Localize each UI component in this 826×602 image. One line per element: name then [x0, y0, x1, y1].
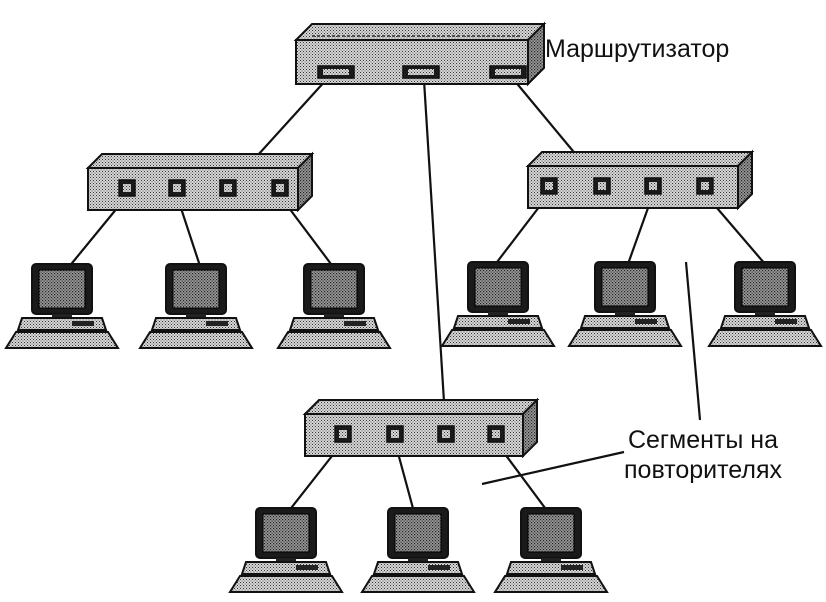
- hub-bottom-port-4: [487, 425, 505, 443]
- link-router-hub-bottom: [422, 79, 448, 435]
- hub-left-port-1: [118, 179, 136, 197]
- network-devices: [4, 21, 823, 593]
- hub-bottom-computer-1: [228, 507, 344, 593]
- pointer-line-lower: [481, 450, 625, 486]
- keyboard: [4, 331, 120, 349]
- keyboard: [567, 329, 683, 347]
- hub-left-port-2: [168, 179, 186, 197]
- hub-bottom-computer-3: [493, 507, 609, 593]
- hub-right-computer-3: [707, 261, 823, 347]
- hub-left-port-4: [271, 179, 289, 197]
- keyboard: [707, 329, 823, 347]
- hub-bottom-computer-2: [360, 507, 476, 593]
- router-label: Маршрутизатор: [545, 35, 730, 63]
- hub-bottom-port-1: [334, 425, 352, 443]
- hub-bottom-port-3: [437, 425, 455, 443]
- monitor-screen: [310, 269, 358, 309]
- hub-left-computer-2: [138, 263, 254, 349]
- router: [293, 21, 547, 87]
- keyboard: [228, 575, 344, 593]
- hub-bottom-port-2: [386, 425, 404, 443]
- keyboard: [276, 331, 392, 349]
- monitor-screen: [172, 269, 220, 309]
- hub-bottom: [302, 397, 540, 459]
- monitor-screen: [394, 513, 442, 553]
- hub-right: [525, 149, 755, 211]
- hub-left-computer-1: [4, 263, 120, 349]
- monitor-screen: [527, 513, 575, 553]
- segments-label-line1: Сегменты на: [627, 426, 779, 454]
- hub-right-port-4: [696, 177, 714, 195]
- hub-right-computer-1: [440, 261, 556, 347]
- monitor-screen: [262, 513, 310, 553]
- hub-right-port-3: [644, 177, 662, 195]
- keyboard: [138, 331, 254, 349]
- monitor-screen: [474, 267, 522, 307]
- pointer-line-upper: [684, 261, 702, 421]
- hub-left-computer-3: [276, 263, 392, 349]
- monitor-screen: [741, 267, 789, 307]
- router-port-2: [402, 65, 440, 79]
- router-port-1: [317, 65, 355, 79]
- hub-right-port-2: [593, 177, 611, 195]
- segments-label-line2: повторителях: [624, 456, 782, 484]
- keyboard: [360, 575, 476, 593]
- hub-right-computer-2: [567, 261, 683, 347]
- monitor-screen: [38, 269, 86, 309]
- monitor-screen: [601, 267, 649, 307]
- keyboard: [493, 575, 609, 593]
- segments-label: Сегменты на повторителях: [624, 425, 782, 485]
- keyboard: [440, 329, 556, 347]
- hub-left: [85, 151, 315, 213]
- hub-left-port-3: [219, 179, 237, 197]
- router-port-3: [489, 65, 527, 79]
- hub-right-port-1: [540, 177, 558, 195]
